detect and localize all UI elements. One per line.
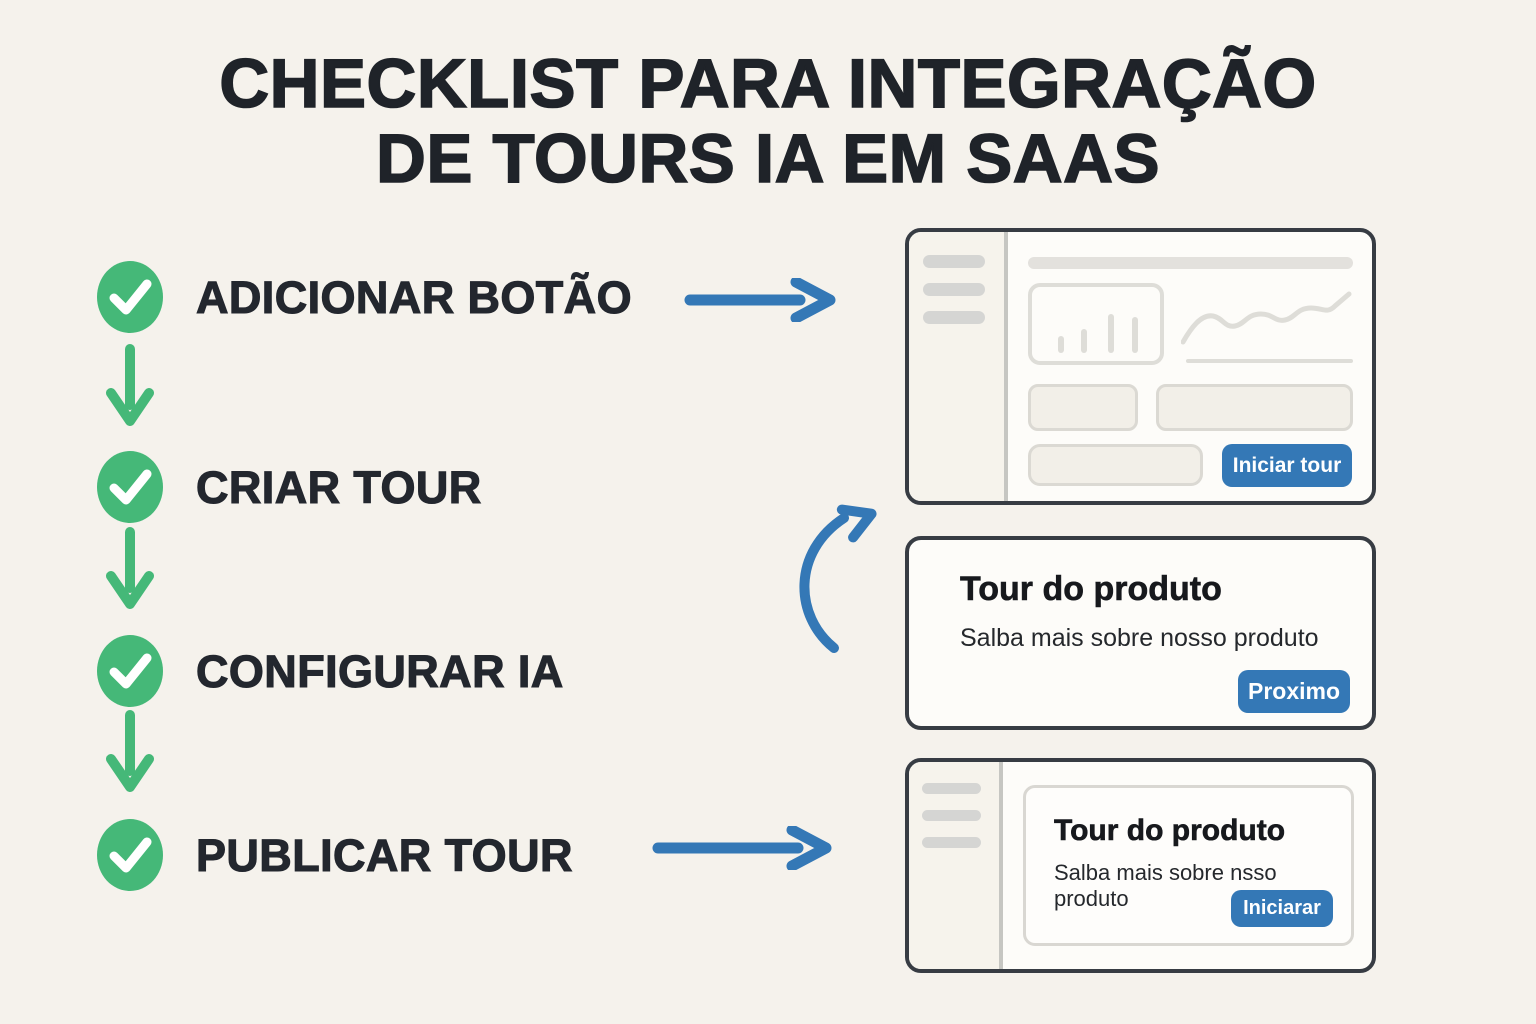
proximo-button[interactable]: Proximo [1238,670,1350,713]
flow-down-arrow-icon [106,710,154,792]
tour-card-subtitle: Salba mais sobre nsso produto [1054,860,1277,911]
checklist-item-label: CRIAR TOUR [195,461,482,513]
header-placeholder-bar [1028,257,1353,269]
chart-axis-line [1186,359,1353,363]
checklist-item-label: CONFIGURAR IA [195,645,564,697]
checklist-item-criar-tour: CRIAR TOUR [95,449,482,525]
page-title-line1: CHECKLIST PARA INTEGRAÇÃO [219,45,1317,122]
iniciar-tour-button[interactable]: Iniciar tour [1222,444,1352,487]
checklist-item-configurar-ia: CONFIGURAR IA [95,633,564,709]
placeholder-box [1028,384,1138,431]
mini-bar-chart-icon [1028,283,1164,365]
checklist-item-label: ADICIONAR BOTÃO [195,271,632,323]
check-icon [97,819,163,891]
check-icon [97,451,163,523]
tour-popup-mockup: Tour do produto Salba mais sobre nosso p… [905,536,1376,730]
tour-popup-title: Tour do produto [960,570,1222,609]
checklist-item-label: PUBLICAR TOUR [195,829,573,881]
curved-arrow-icon [799,504,877,653]
tour-popup-subtitle: Salba mais sobre nosso produto [960,624,1319,652]
check-icon [97,635,163,707]
check-icon [97,261,163,333]
flow-down-arrow-icon [106,527,154,609]
sidebar [909,232,1008,501]
checklist-item-adicionar-botao: ADICIONAR BOTÃO [95,259,632,335]
placeholder-box [1028,444,1203,486]
arrow-right-icon [652,826,832,870]
arrow-right-icon [684,278,836,322]
page-title-line2: DE TOURS IA EM SAAS [375,120,1160,197]
mini-line-chart-icon [1181,291,1352,345]
sidebar [909,762,1003,969]
page-title: CHECKLIST PARA INTEGRAÇÃO DE TOURS IA EM… [0,45,1536,197]
checklist-item-publicar-tour: PUBLICAR TOUR [95,817,573,893]
flow-down-arrow-icon [106,344,154,426]
tour-card-title: Tour do produto [1054,814,1286,848]
iniciarar-button[interactable]: Iniciarar [1231,890,1333,927]
placeholder-box [1156,384,1353,431]
dashboard-mockup: Iniciar tour [905,228,1376,505]
published-tour-mockup: Tour do produto Salba mais sobre nsso pr… [905,758,1376,973]
tour-card: Tour do produto Salba mais sobre nsso pr… [1023,785,1354,946]
